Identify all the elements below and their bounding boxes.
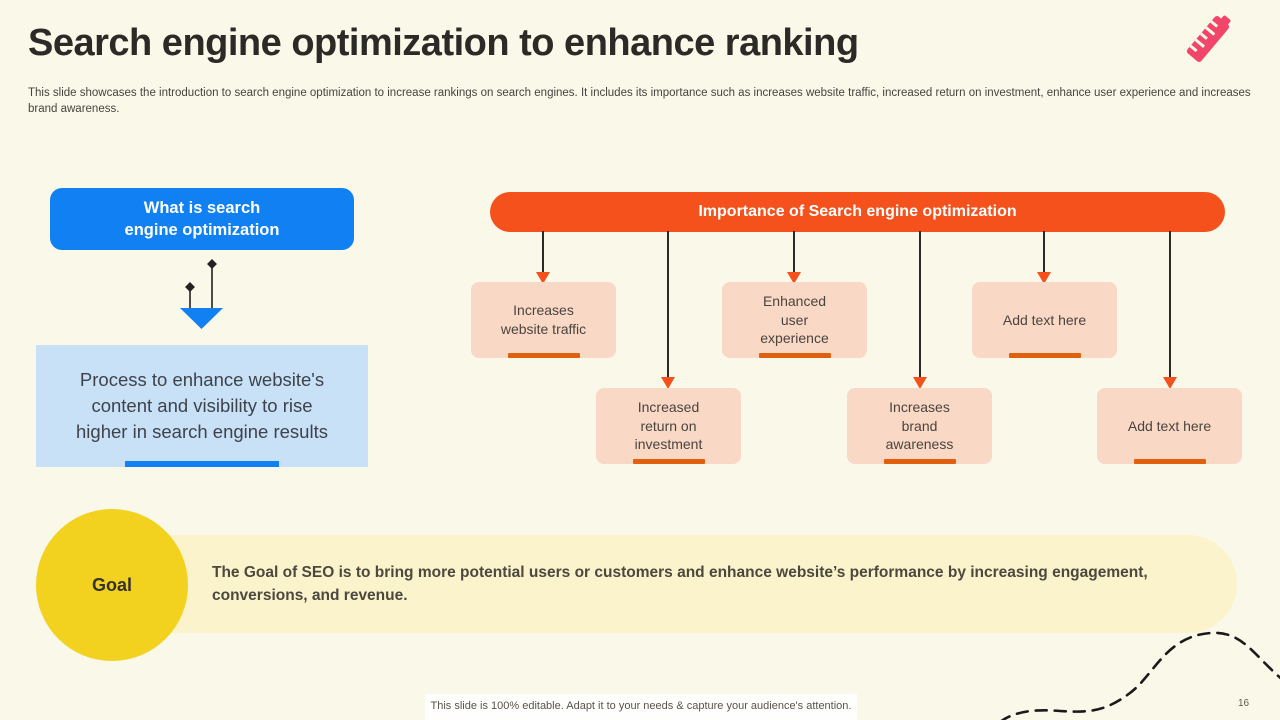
importance-item-label: Increases website traffic (500, 302, 587, 337)
footer-bar (425, 694, 857, 720)
connector-line (542, 231, 544, 274)
what-is-seo-header[interactable]: What is search engine optimization (50, 188, 354, 250)
importance-item-placeholder-1[interactable]: Add text here (972, 282, 1117, 358)
item-accent-bar (632, 459, 705, 464)
goal-badge-label: Goal (91, 574, 132, 595)
slide-description: This slide showcases the introduction to… (28, 87, 1251, 116)
importance-item-website-traffic[interactable]: Increases website traffic (471, 282, 616, 358)
connector-line (1043, 231, 1045, 274)
connector-arrowhead (787, 272, 801, 284)
connector-arrowhead (913, 377, 927, 389)
connector-arrowhead (1163, 377, 1177, 389)
item-accent-bar (507, 353, 580, 358)
what-is-seo-header-label: What is search engine optimization (124, 198, 280, 239)
definition-accent-bar (125, 461, 279, 467)
importance-item-label: Enhanced user experience (760, 292, 829, 347)
importance-item-return-on-investment[interactable]: Increased return on investment (596, 388, 741, 464)
item-accent-bar (758, 353, 831, 358)
seo-definition-box[interactable]: Process to enhance website's content and… (36, 345, 368, 467)
connector-arrowhead (1037, 272, 1051, 284)
connector-arrowhead (661, 377, 675, 389)
page-title: Search engine optimization to enhance ra… (28, 22, 859, 64)
item-accent-bar (883, 459, 956, 464)
importance-item-placeholder-2[interactable]: Add text here (1097, 388, 1242, 464)
connector-line (667, 231, 669, 379)
seo-definition-text: Process to enhance website's content and… (76, 368, 328, 443)
footer-note: This slide is 100% editable. Adapt it to… (430, 700, 852, 712)
importance-header-label: Importance of Search engine optimization (698, 203, 1017, 220)
importance-item-label: Add text here (1127, 417, 1212, 434)
goal-banner[interactable]: The Goal of SEO is to bring more potenti… (155, 535, 1237, 633)
down-arrow-icon (180, 259, 223, 329)
goal-badge[interactable]: Goal (36, 509, 188, 661)
connector-line (793, 231, 795, 274)
dashed-wave-decoration (1000, 631, 1280, 720)
connector-arrowhead (536, 272, 550, 284)
goal-text: The Goal of SEO is to bring more potenti… (212, 563, 1148, 604)
importance-item-label: Increased return on investment (634, 398, 703, 453)
importance-item-brand-awareness[interactable]: Increases brand awareness (847, 388, 992, 464)
importance-item-label: Add text here (1002, 311, 1087, 328)
page-number: 16 (1238, 698, 1250, 709)
importance-item-user-experience[interactable]: Enhanced user experience (722, 282, 867, 358)
item-accent-bar (1008, 353, 1081, 358)
importance-header[interactable]: Importance of Search engine optimization (490, 192, 1225, 232)
ruler-icon (1186, 15, 1231, 62)
item-accent-bar (1133, 459, 1206, 464)
connector-line (919, 231, 921, 379)
importance-item-label: Increases brand awareness (885, 398, 954, 453)
connector-line (1169, 231, 1171, 379)
